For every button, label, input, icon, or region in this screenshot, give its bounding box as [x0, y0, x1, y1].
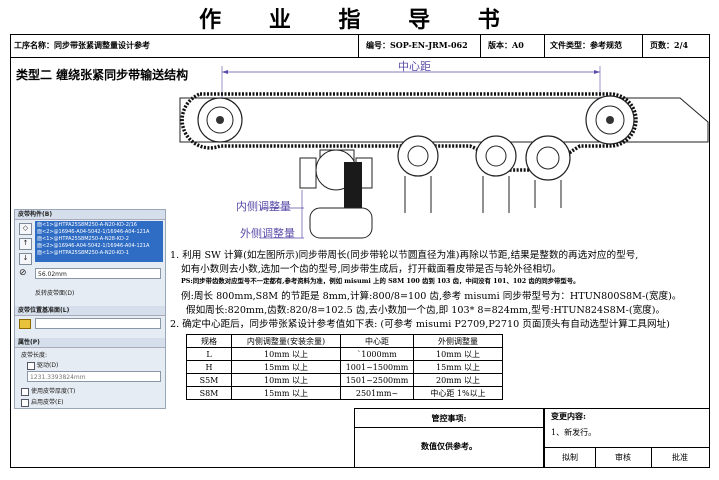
- header-bar: 工序名称：同步带张紧调整量设计参考 编号：SOP-EN-JRM-062 版本：A…: [10, 34, 710, 58]
- flip-label: 反转皮带面(D): [35, 290, 75, 297]
- drive-option[interactable]: 驱动(D): [27, 360, 58, 370]
- tension-spec-table: 规格 内侧调整量(安装余量) 中心距 外侧调整量 L 10mm 以上 `1000…: [186, 334, 503, 400]
- table-header-row: 规格 内侧调整量(安装余量) 中心距 外侧调整量: [186, 334, 503, 348]
- example-2: 假如周长:820mm,齿数:820/8=102.5 齿,去小数加一个齿,即 10…: [186, 305, 666, 316]
- inner-adjust-label: 内侧调整量: [236, 199, 291, 213]
- table-row: S5M 10mm 以上 1501~2500mm 20mm 以上: [186, 373, 503, 387]
- distance-field[interactable]: 56.02mm: [35, 268, 161, 279]
- position-plane-field[interactable]: [35, 318, 161, 329]
- belt-drive-diagram: 中心距 内侧调整量 外侧调整量: [179, 60, 709, 240]
- changes-text: 1、新发行。: [551, 428, 597, 437]
- approve-cell: 批准: [672, 453, 688, 462]
- notes-text: 数值仅供参考。: [421, 441, 477, 451]
- panel-title: 皮带构件(B): [15, 210, 165, 220]
- table-cell: 15mm 以上: [413, 360, 503, 374]
- doc-number: 编号：SOP-EN-JRM-062: [366, 40, 468, 50]
- header-cell: 中心距: [340, 334, 414, 348]
- example-1: 例:周长 800mm,S8M 的节距是 8mm,计算:800/8=100 齿,参…: [181, 291, 682, 302]
- flip-belt-option[interactable]: 反转皮带面(D): [35, 288, 74, 297]
- list-item[interactable]: 面<2>@16946-A04-5042-1/16946-A04-121A: [37, 229, 150, 235]
- table-cell: S5M: [186, 373, 232, 387]
- table-row: S8M 15mm 以上 2501mm~ 中心距 1%以上: [186, 386, 503, 400]
- notes-title: 管控事项:: [355, 409, 543, 428]
- up-icon[interactable]: ◇: [19, 223, 32, 235]
- header-cell: 外侧调整量: [413, 334, 503, 348]
- table-cell: 15mm 以上: [231, 360, 341, 374]
- props-title: 属性(P): [15, 338, 165, 348]
- header-cell: 规格: [186, 334, 232, 348]
- list-item[interactable]: 面<2>@16946-A04-5042-1/16946-A04-121A: [37, 243, 150, 249]
- review-cell: 审核: [595, 447, 652, 468]
- paragraph-1-line-1: 1. 利用 SW 计算(如左图所示)同步带周长(同步带轮以节圆直径为准)再除以节…: [170, 250, 639, 261]
- table-cell: L: [186, 347, 232, 361]
- table-cell: 1001~1500mm: [340, 360, 414, 374]
- center-distance-label: 中心距: [398, 60, 431, 73]
- document-title: 作 业 指 导 书: [199, 7, 520, 33]
- enable-belt-option[interactable]: 启用皮带(E): [21, 397, 63, 407]
- table-cell: 10mm 以上: [413, 347, 503, 361]
- page-count: 页数：2/4: [650, 40, 689, 50]
- version: 版本：A0: [488, 40, 524, 50]
- list-item[interactable]: 面<1>@HTPA25S8M250-A-N20-KD-2/16: [37, 222, 137, 228]
- change-log-box: 变更内容: 1、新发行。 拟制 审核 批准: [544, 408, 710, 468]
- table-cell: 2501mm~: [340, 386, 414, 400]
- header-cell: 内侧调整量(安装余量): [231, 334, 341, 348]
- table-cell: `1000mm: [340, 347, 414, 361]
- table-row: H 15mm 以上 1001~1500mm 15mm 以上: [186, 360, 503, 374]
- table-cell: 1501~2500mm: [340, 373, 414, 387]
- table-cell: 中心距 1%以上: [413, 386, 503, 400]
- plane-icon: [19, 319, 31, 329]
- list-item[interactable]: 面<1>@HTPA25S8M250-A-N20-KD-1: [37, 250, 129, 256]
- paragraph-1-line-2: 如有小数则去小数,选加一个齿的型号,同步带生成后，打开截面看皮带是否与轮外径相切…: [181, 264, 562, 275]
- table-cell: 20mm 以上: [413, 373, 503, 387]
- process-name: 工序名称：同步带张紧调整量设计参考: [14, 40, 150, 50]
- file-type: 文件类型：参考规范: [550, 40, 622, 50]
- table-cell: 15mm 以上: [231, 386, 341, 400]
- table-cell: 10mm 以上: [231, 347, 341, 361]
- table-cell: H: [186, 360, 232, 374]
- paragraph-2: 2. 确定中心距后，同步带张紧设计参考值如下表: (可参考 misumi P27…: [170, 319, 670, 330]
- outer-adjust-label: 外侧调整量: [240, 226, 295, 240]
- table-row: L 10mm 以上 `1000mm 10mm 以上: [186, 347, 503, 361]
- position-title: 皮带位置基准面(L): [15, 306, 165, 316]
- belt-length-label: 皮带长度:: [21, 352, 48, 359]
- control-notes-box: 管控事项: 数值仅供参考。: [354, 408, 544, 468]
- thickness-option[interactable]: 使用皮带厚度(T): [21, 386, 75, 396]
- changes-title: 变更内容:: [551, 411, 586, 421]
- belt-member-list[interactable]: 面<1>@HTPA25S8M250-A-N20-KD-2/16 面<2>@169…: [35, 221, 163, 262]
- table-cell: S8M: [186, 386, 232, 400]
- ps-note: PS:同步带齿数对应型号不一定都有,参考资料为准，例如 misumi 上的 S8…: [181, 277, 580, 285]
- list-item[interactable]: 面<1>@HTPA25S8M250-A-N28-KD-2: [37, 236, 129, 242]
- table-cell: 10mm 以上: [231, 373, 341, 387]
- draft-cell: 拟制: [545, 447, 596, 468]
- belt-length-field[interactable]: 1231.3393824mm: [27, 371, 161, 382]
- move-down-icon[interactable]: ↓: [19, 253, 32, 265]
- section-title: 类型二 缠绕张紧同步带输送结构: [16, 68, 189, 82]
- belt-property-panel: 皮带构件(B) ◇ ↑ ↓ 面<1>@HTPA25S8M250-A-N20-KD…: [14, 209, 166, 409]
- move-up-icon[interactable]: ↑: [19, 238, 32, 250]
- distance-icon: ⊘: [19, 268, 27, 278]
